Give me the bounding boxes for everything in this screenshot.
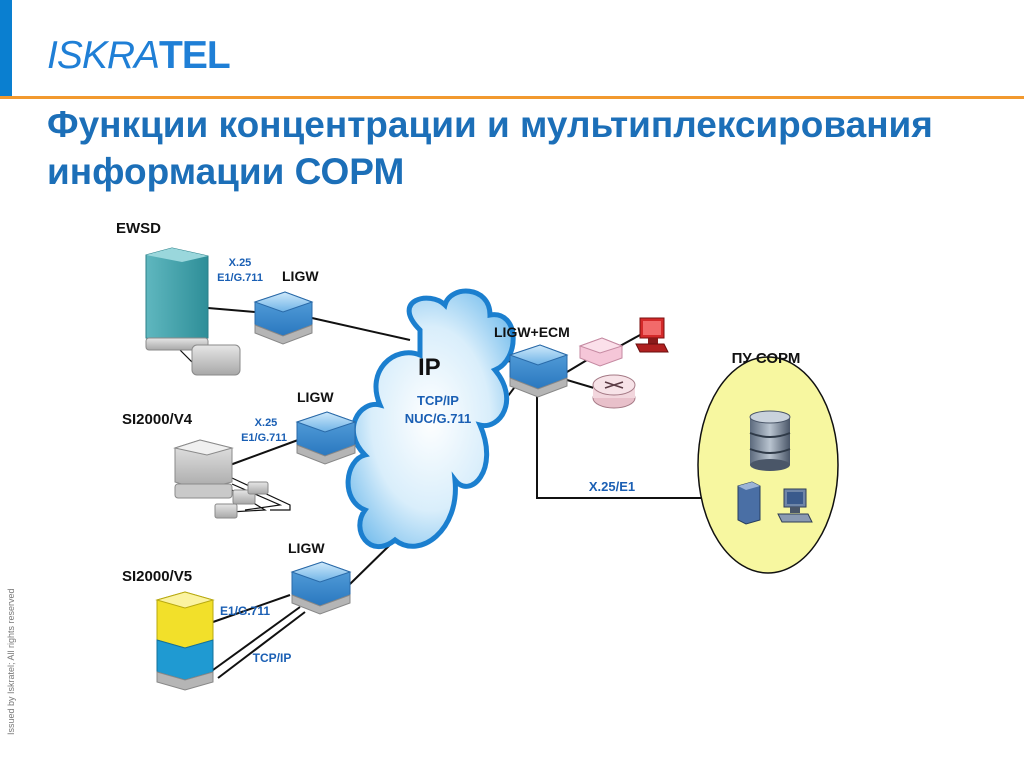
ewsd-label: EWSD — [116, 220, 161, 237]
v5-link-tcpip: TCP/IP — [253, 651, 292, 665]
header-divider — [0, 96, 1024, 99]
v4-link-e1: E1/G.711 — [241, 432, 287, 444]
page-title: Функции концентрации и мультиплексирован… — [47, 104, 933, 192]
ewsd-link-e1: E1/G.711 — [217, 272, 263, 284]
database-icon — [749, 410, 791, 471]
ip-cloud-label: IP — [418, 354, 441, 381]
accent-bar — [0, 0, 12, 98]
v5-link-e1: E1/G.711 — [220, 604, 270, 618]
ligw1-icon — [253, 291, 314, 345]
computer-icon — [777, 488, 813, 523]
link-x25-e1: X.25/E1 — [589, 479, 635, 494]
ligw2-label: LIGW — [297, 389, 334, 405]
si2000v4-label: SI2000/V4 — [122, 411, 193, 428]
switch-icon — [578, 337, 624, 367]
router-icon — [592, 374, 636, 409]
ligw1-label: LIGW — [282, 268, 319, 284]
workstation-red-icon — [635, 317, 669, 353]
cloud-protocol-2: NUC/G.711 — [405, 411, 471, 426]
v4-link-x25: X.25 — [255, 417, 278, 429]
server-icon — [737, 481, 761, 525]
si2000v5-label: SI2000/V5 — [122, 568, 192, 585]
si2000v5-icon — [155, 591, 215, 691]
ligw-ecm-label: LIGW+ECM — [494, 324, 570, 340]
ligw-ecm-icon — [508, 344, 569, 398]
ewsd-link-x25: X.25 — [229, 257, 252, 269]
si2000v4-icon — [173, 439, 269, 519]
ewsd-icon — [145, 247, 241, 376]
cloud-protocol-1: TCP/IP — [417, 393, 459, 408]
iskratel-logo: ISKRATEL — [47, 34, 231, 77]
ligw3-label: LIGW — [288, 540, 325, 556]
ligw3-icon — [290, 561, 352, 615]
pu-sorm-label: ПУ СОРМ — [732, 350, 801, 367]
ligw2-icon — [295, 411, 357, 465]
